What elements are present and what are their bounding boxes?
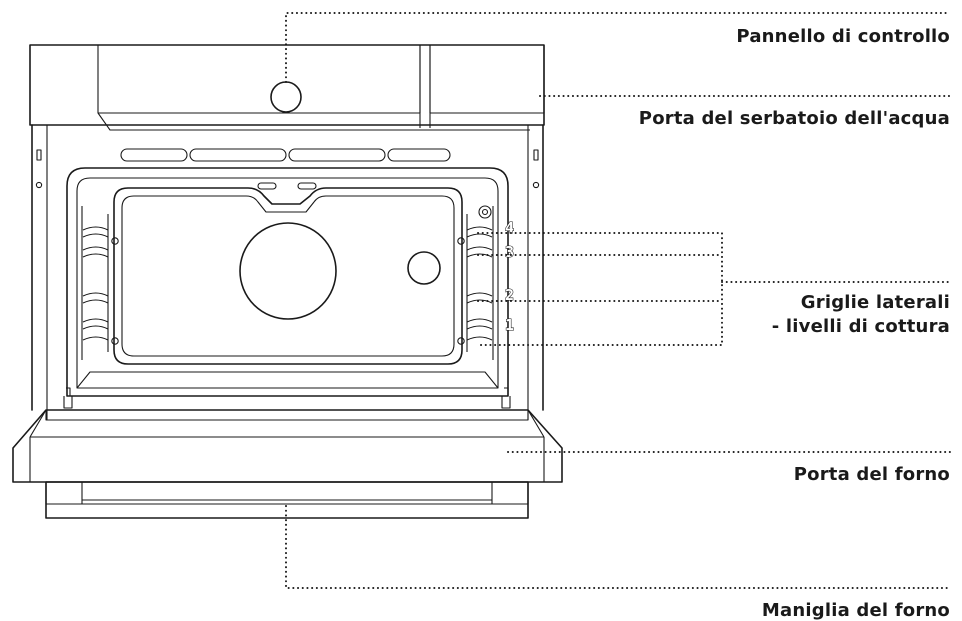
- leader-side-racks: [477, 232, 951, 346]
- rack-level-3: 3: [505, 243, 514, 261]
- door-hinges: [63, 387, 511, 409]
- oven-cavity: [66, 167, 509, 397]
- leader-control-panel: [285, 12, 951, 83]
- label-side-racks-line2: - livelli di cottura: [772, 316, 950, 337]
- left-side-rack: [81, 206, 109, 360]
- oven-door: [12, 409, 563, 483]
- oven-side-walls: [31, 124, 544, 420]
- rack-level-1: 1: [505, 316, 514, 334]
- oven-body: [29, 44, 545, 131]
- leader-oven-handle: [285, 505, 951, 589]
- label-oven-handle: Maniglia del forno: [762, 600, 950, 621]
- label-control-panel: Pannello di controllo: [736, 26, 950, 47]
- rack-level-2: 2: [505, 286, 514, 304]
- label-oven-door: Porta del forno: [794, 464, 950, 485]
- rack-level-4: 4: [505, 219, 514, 237]
- label-side-racks-line1: Griglie laterali: [801, 292, 950, 313]
- label-water-tank-door: Porta del serbatoio dell'acqua: [639, 108, 950, 129]
- rack-level-numbers: 4 3 2 1: [504, 218, 514, 334]
- control-knob: [270, 81, 302, 113]
- vent-slots: [120, 148, 451, 162]
- oven-door-handle: [45, 481, 529, 519]
- right-side-rack: [466, 205, 494, 360]
